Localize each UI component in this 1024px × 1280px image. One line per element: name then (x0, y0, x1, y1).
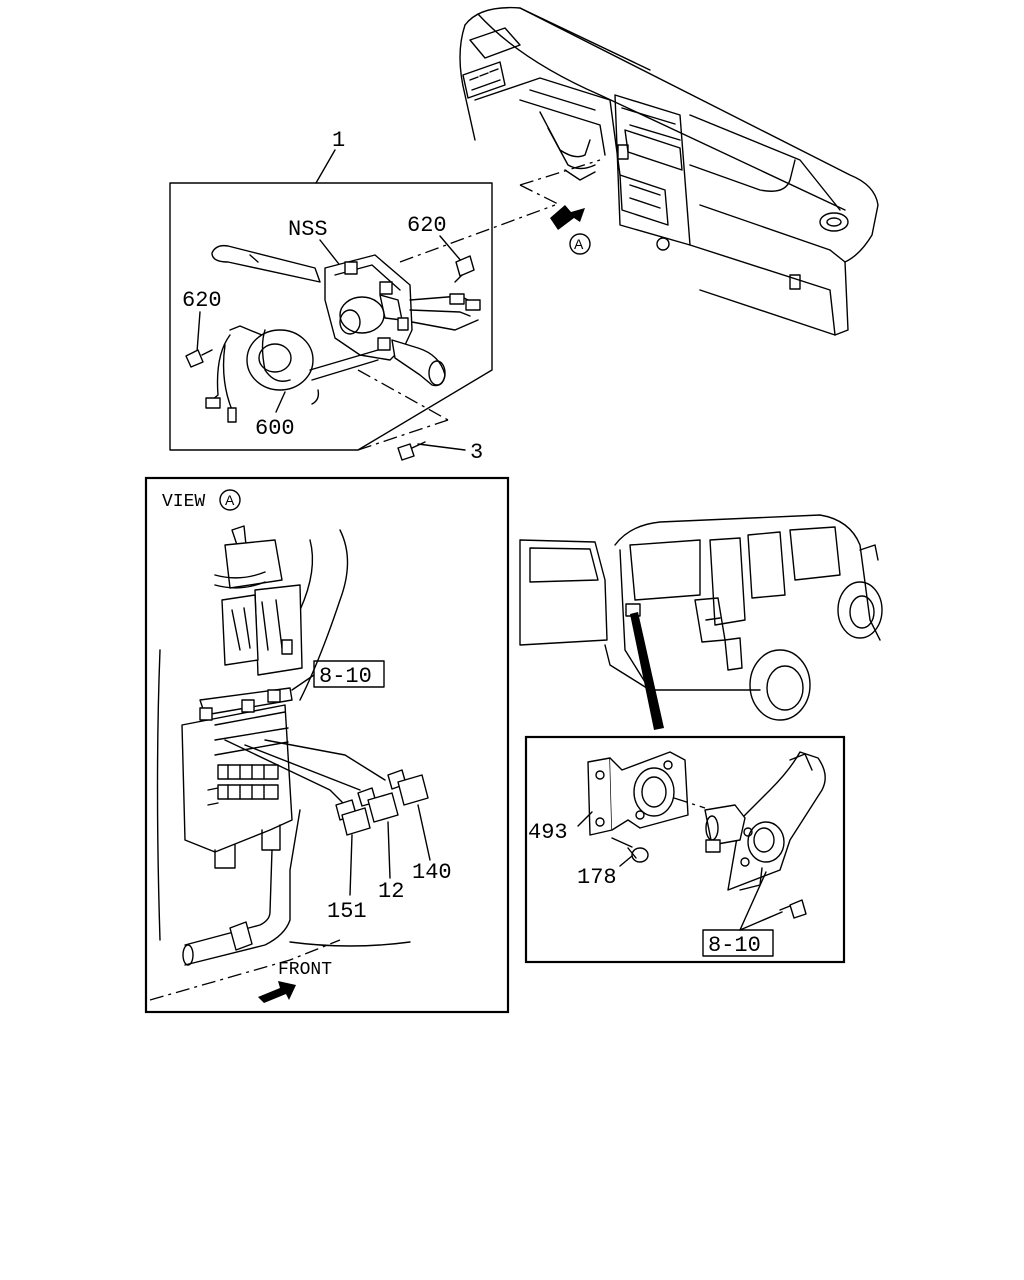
view-a-title: VIEW (162, 492, 205, 512)
view-a-marker-top: A (574, 236, 584, 252)
callout-178: 178 (577, 865, 617, 890)
callout-600: 600 (255, 416, 295, 441)
vehicle-illustration (519, 514, 883, 730)
callout-3: 3 (470, 440, 483, 465)
callout-620-left: 620 (182, 288, 222, 313)
callout-493: 493 (528, 820, 568, 845)
callout-12: 12 (378, 879, 404, 904)
view-a-marker: A (225, 492, 235, 508)
arrow-icon (550, 205, 585, 230)
arrow-icon (258, 981, 296, 1003)
callout-8-10-view: 8-10 (319, 664, 372, 689)
callout-nss: NSS (288, 217, 328, 242)
callout-151: 151 (327, 899, 367, 924)
callout-620-right: 620 (407, 213, 447, 238)
view-a-pointer: A (519, 184, 591, 255)
callout-8-10-door: 8-10 (708, 933, 761, 958)
callout-1: 1 (332, 128, 345, 153)
door-switch-panel: 493 178 8-10 (524, 735, 846, 964)
switch-assembly-group: 1 NSS 620 620 (169, 128, 556, 465)
dashboard-illustration (459, 6, 879, 336)
callout-140: 140 (412, 860, 452, 885)
front-label: FRONT (278, 960, 332, 980)
view-a-panel: VIEW A (144, 476, 510, 1014)
